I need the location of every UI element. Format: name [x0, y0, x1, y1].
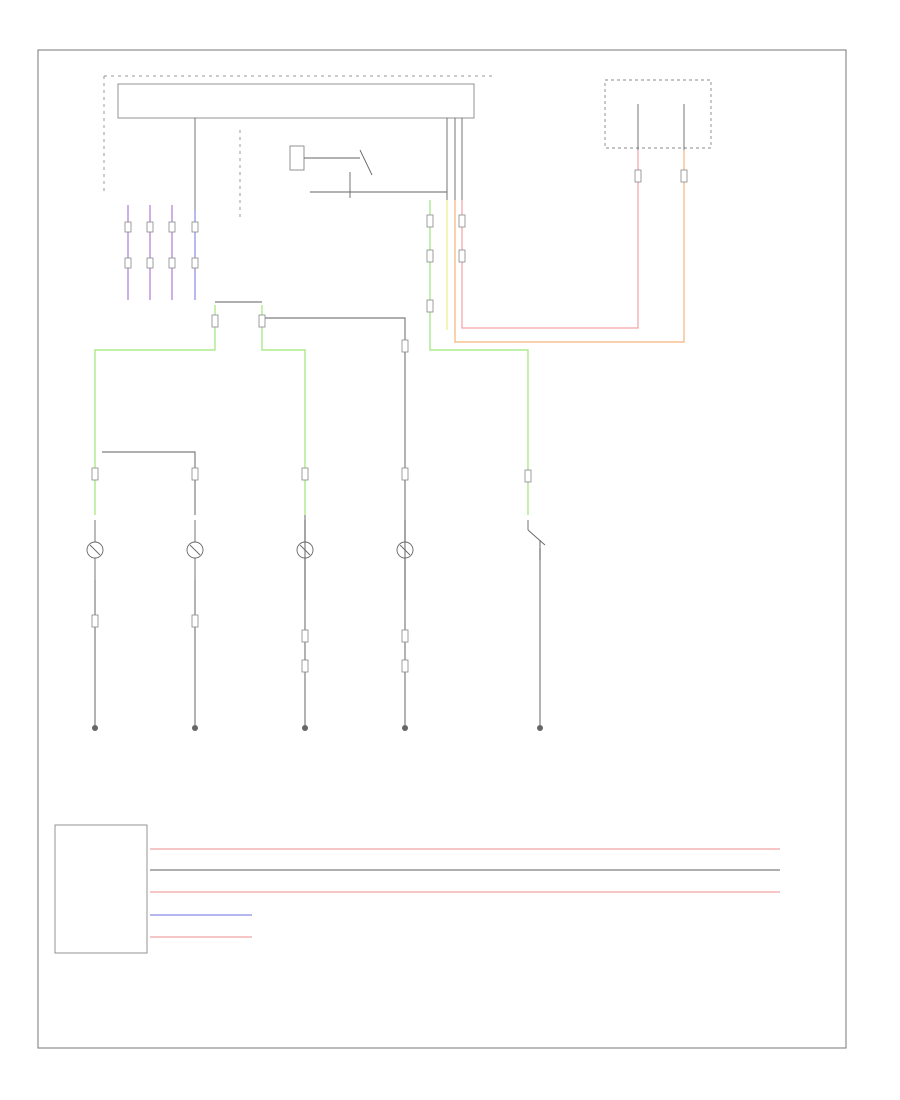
lamp-3	[296, 520, 314, 600]
tcm-block	[54, 824, 148, 954]
wire	[454, 150, 685, 343]
right-module	[604, 79, 712, 150]
wire	[261, 305, 306, 515]
wire	[94, 305, 216, 515]
reverse-switch-block	[239, 130, 447, 220]
wire	[429, 200, 529, 515]
lamps	[86, 520, 546, 600]
lamp-4	[396, 520, 414, 600]
diagram-frame	[37, 49, 847, 1049]
reverse-switch	[527, 520, 546, 560]
connector-markers	[91, 169, 688, 673]
grounds	[92, 725, 543, 731]
lamp-1	[86, 520, 104, 580]
lamp-2	[186, 520, 204, 580]
wire	[262, 317, 406, 515]
wire	[102, 451, 196, 515]
wire	[461, 150, 639, 329]
central-module	[103, 75, 495, 210]
